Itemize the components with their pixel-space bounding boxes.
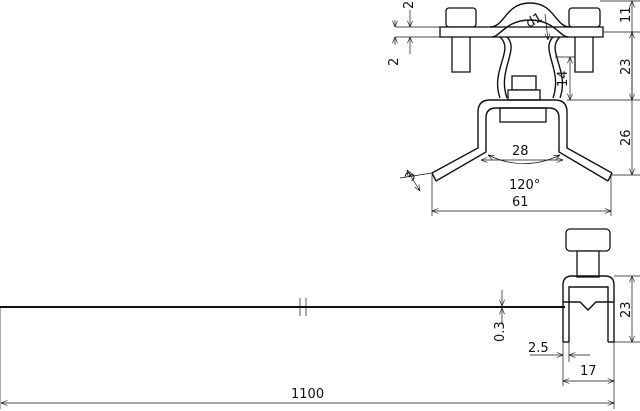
dim-height-mid: 23 (619, 58, 634, 75)
strip-side-view (0, 228, 615, 343)
clamp-top-view (431, 2, 613, 182)
dim-clamp-height: 23 (619, 301, 634, 318)
side-view-dimensions: 0.3 23 2.5 17 1100 (0, 275, 640, 409)
top-view-dimensions: 2 2 d1 11 23 26 14 3 28 120° 61 (387, 0, 640, 216)
dim-wall-thickness: 2.5 (528, 341, 549, 356)
dim-height-top: 11 (619, 6, 634, 23)
dim-strap-thickness: 2 (387, 58, 402, 66)
dim-strip-thickness: 0.3 (493, 321, 508, 342)
dim-conductor-diameter: d1 (524, 10, 546, 31)
dim-saddle-inner-width: 28 (512, 144, 529, 159)
dim-plate-thickness: 2 (402, 1, 417, 9)
dim-saddle-angle: 120° (509, 178, 540, 193)
dim-saddle-thickness: 3 (402, 169, 419, 184)
dim-clamp-width: 17 (580, 364, 597, 379)
dim-ring-gap: 14 (556, 70, 571, 87)
dim-saddle-height: 26 (619, 129, 634, 146)
dim-total-length: 1100 (291, 387, 324, 402)
dim-saddle-width: 61 (512, 195, 529, 210)
